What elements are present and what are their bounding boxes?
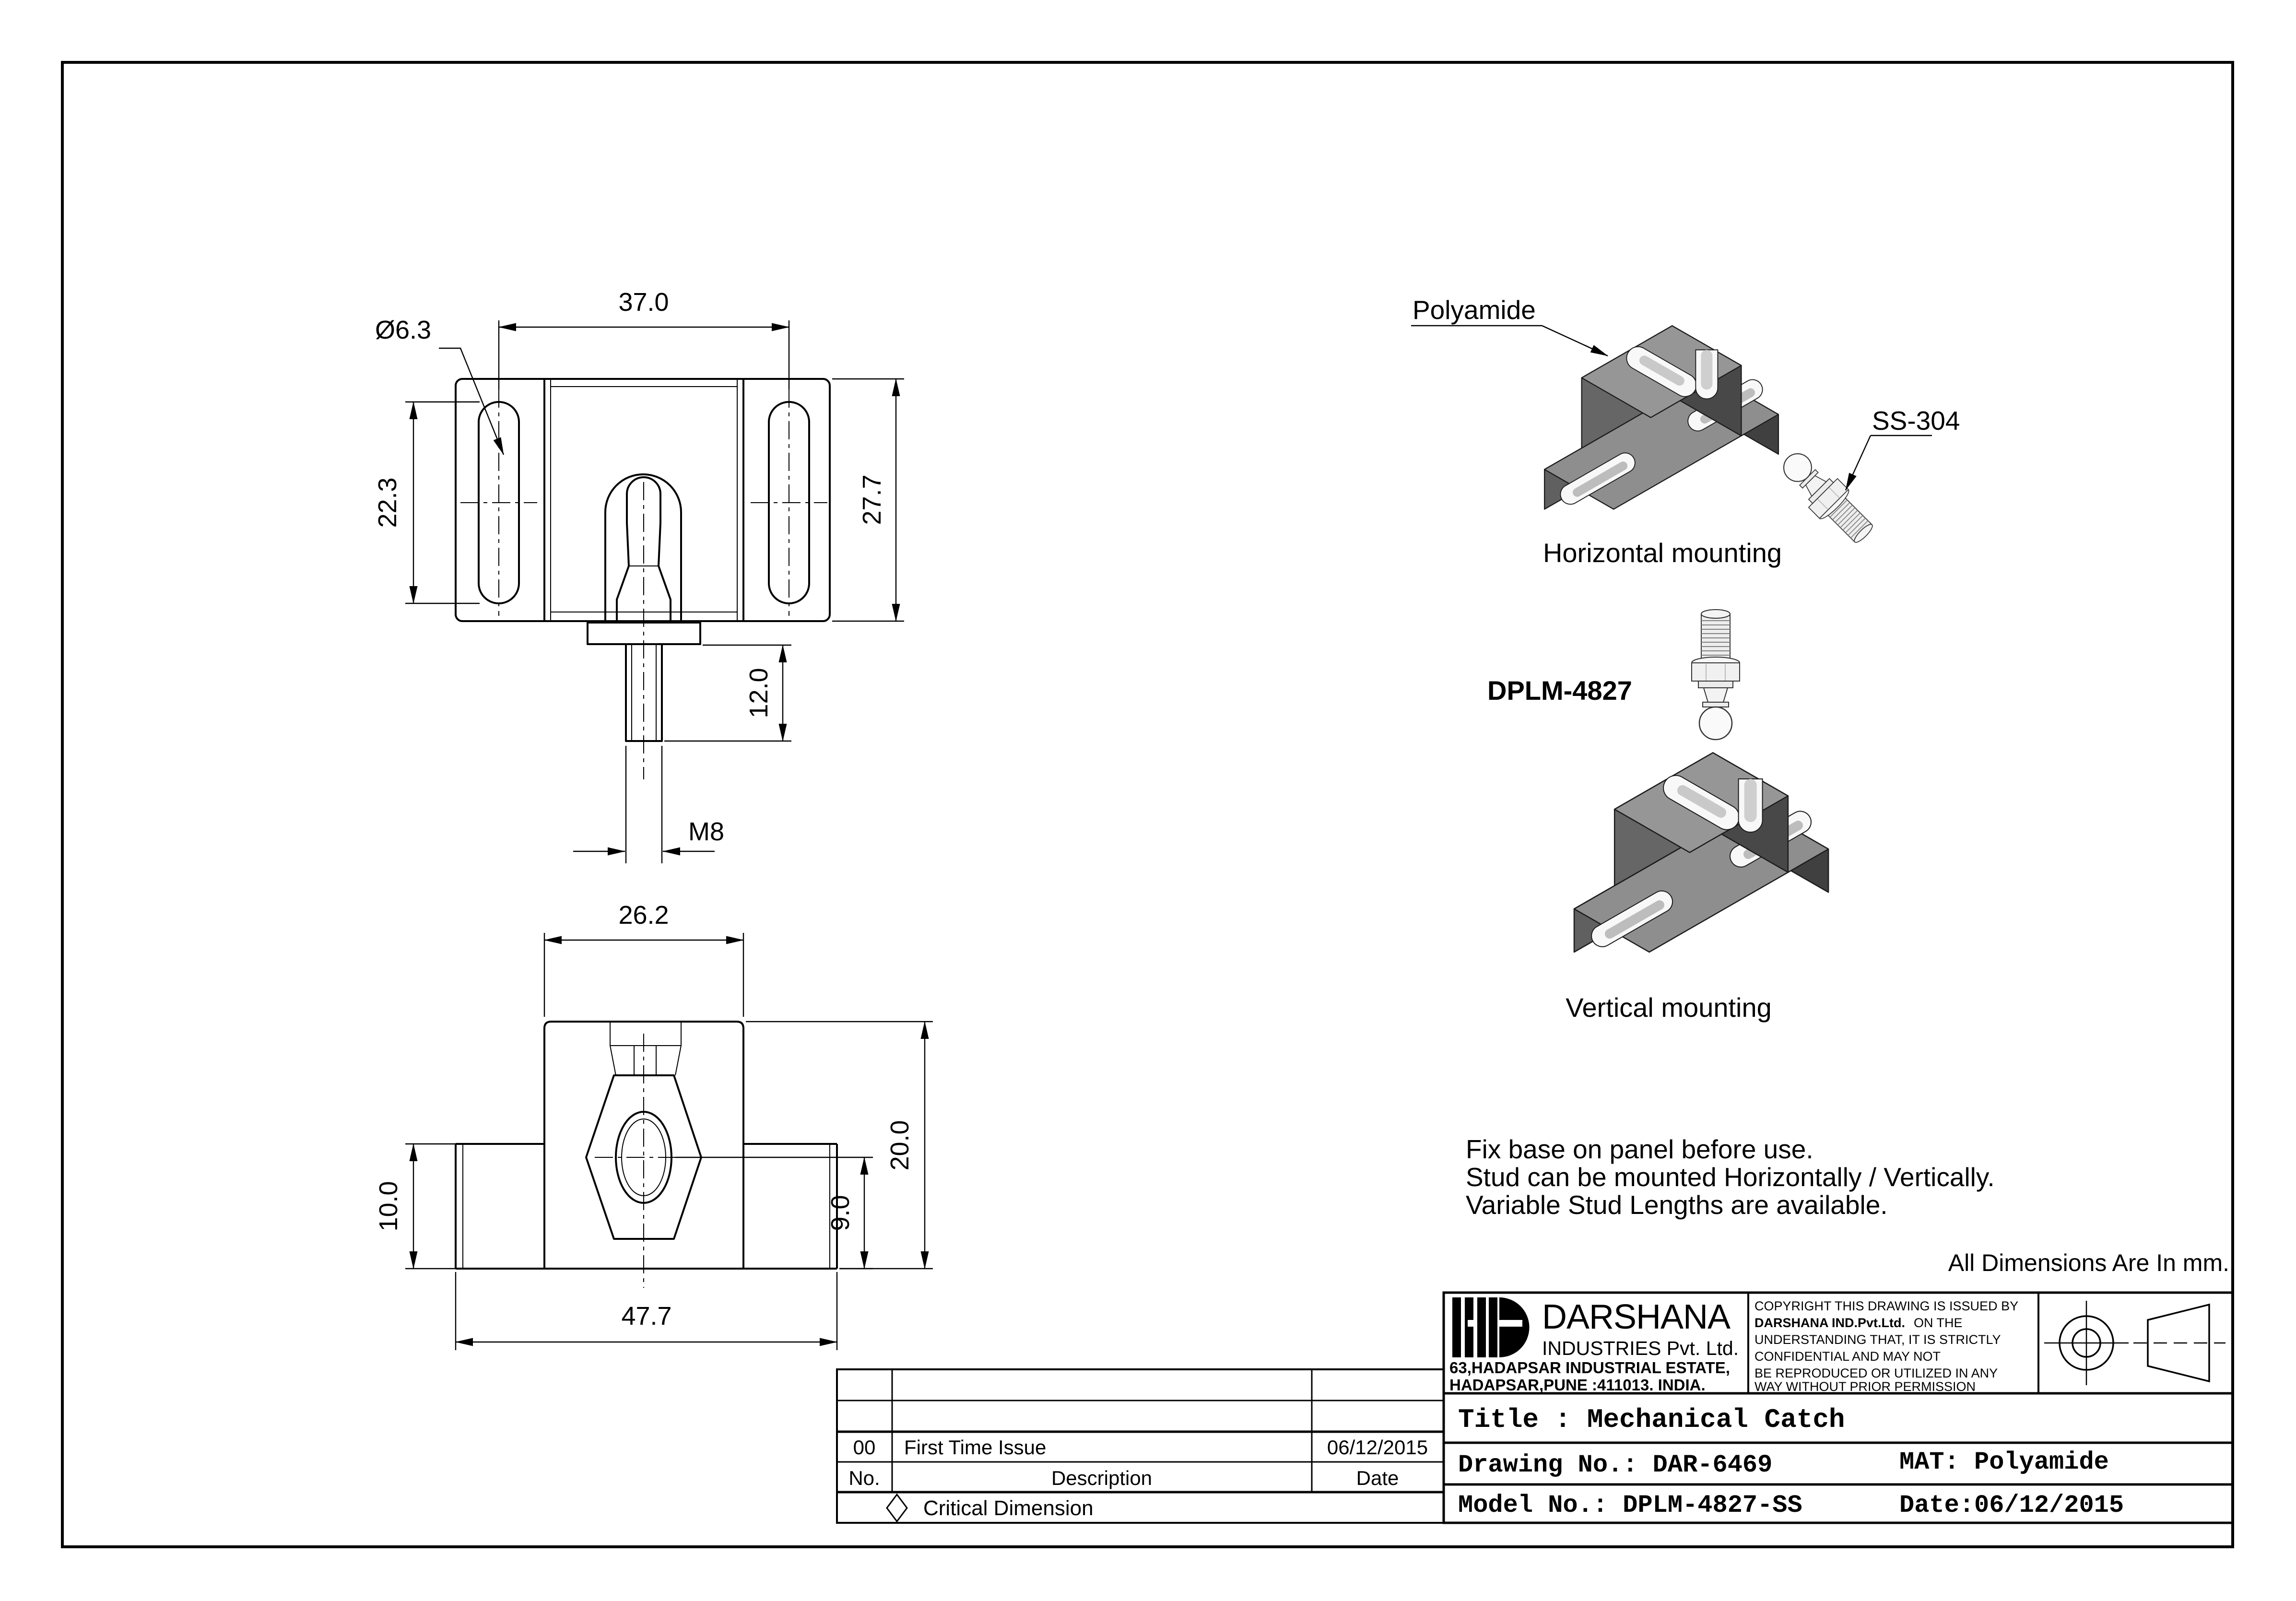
dim-thread: M8: [573, 746, 724, 863]
dim-total-height: 20.0: [746, 1021, 933, 1270]
dim-ball-height-text: 9.0: [826, 1195, 855, 1231]
company-name: DARSHANA: [1542, 1298, 1731, 1336]
dim-front-width-text: 37.0: [618, 288, 669, 317]
dim-thread-text: M8: [688, 817, 724, 846]
copyright-line-1: COPYRIGHT THIS DRAWING IS ISSUED BY: [1754, 1299, 2018, 1313]
dim-total-height-text: 20.0: [885, 1120, 914, 1170]
date-field: Date:06/12/2015: [1899, 1491, 2124, 1519]
revision-table-border: [836, 1368, 1445, 1524]
model-label: DPLM-4827: [1487, 675, 1632, 706]
dim-stud-length: 12.0: [664, 644, 791, 742]
dim-block-width-text: 26.2: [618, 901, 669, 930]
model-number: Model No.: DPLM-4827-SS: [1458, 1491, 1802, 1519]
iso-vertical-body: [1574, 753, 1828, 952]
company-logo-icon: [1452, 1297, 1530, 1357]
dim-front-width: 37.0: [498, 288, 790, 389]
company-subtitle: INDUSTRIES Pvt. Ltd.: [1542, 1337, 1739, 1359]
iso-vertical-mounting: DPLM-4827 Vertical mounting: [1487, 609, 1828, 1023]
dim-stud-length-text: 12.0: [744, 668, 773, 718]
dim-ball-height: 9.0: [675, 1156, 873, 1270]
company-address-2: HADAPSAR,PUNE :411013. INDIA.: [1449, 1376, 1706, 1394]
iso-horizontal-stud: [1773, 443, 1881, 551]
copyright-line-4: CONFIDENTIAL AND MAY NOT: [1754, 1349, 1941, 1364]
copyright-line-2-rest: ON THE: [1914, 1316, 1963, 1330]
critical-dimension-diamond-icon: [886, 1493, 908, 1523]
front-stud-profile: [616, 476, 671, 621]
stud-material-label: SS-304: [1872, 406, 1960, 436]
copyright-line-2-bold: DARSHANA IND.Pvt.Ltd.: [1754, 1316, 1905, 1330]
front-view: 37.0 Ø6.3 22.3 27.7 12.0: [373, 288, 904, 863]
note-line-2: Stud can be mounted Horizontally / Verti…: [1466, 1162, 1995, 1192]
horizontal-mounting-caption: Horizontal mounting: [1543, 538, 1782, 568]
material-label: Polyamide: [1413, 295, 1536, 325]
copyright-line-6: WAY WITHOUT PRIOR PERMISSION: [1754, 1379, 1976, 1394]
bottom-view: 26.2 10.0 9.0 20.0 47.7: [374, 901, 933, 1350]
front-arch: [604, 473, 682, 621]
revision-date: 06/12/2015: [1327, 1436, 1428, 1459]
dim-flange-height: 10.0: [374, 1143, 458, 1270]
material-field: MAT: Polyamide: [1899, 1448, 2109, 1476]
drawing-number: Drawing No.: DAR-6469: [1458, 1451, 1772, 1479]
dim-slot-diameter: Ø6.3: [375, 316, 505, 455]
note-line-1: Fix base on panel before use.: [1466, 1134, 1813, 1164]
iso-horizontal-mounting: Polyamide SS-304 Horizontal mounting: [1411, 295, 1960, 568]
dim-front-height-text: 27.7: [858, 474, 886, 525]
company-address-1: 63,HADAPSAR INDUSTRIAL ESTATE,: [1449, 1359, 1730, 1377]
revision-row: 00 First Time Issue 06/12/2015: [853, 1436, 1428, 1459]
iso-horizontal-body: [1544, 326, 1778, 509]
revision-description: First Time Issue: [904, 1436, 1046, 1459]
dim-slot-length: 22.3: [373, 401, 480, 604]
notes: Fix base on panel before use. Stud can b…: [1466, 1134, 2229, 1276]
iso-vertical-stud: [1691, 609, 1741, 741]
sheet-border: [61, 61, 2234, 1548]
note-line-3: Variable Stud Lengths are available.: [1466, 1190, 1888, 1220]
drawing-title: Title : Mechanical Catch: [1458, 1404, 1845, 1435]
dim-total-width: 47.7: [455, 1272, 838, 1350]
bottom-hex-nut: [585, 1074, 702, 1240]
copyright-line-5: BE REPRODUCED OR UTILIZED IN ANY: [1754, 1366, 1998, 1380]
critical-dimension-label: Critical Dimension: [923, 1496, 1094, 1520]
critical-dimension-legend: Critical Dimension: [886, 1493, 1094, 1523]
dim-front-height: 27.7: [832, 378, 904, 622]
units-note: All Dimensions Are In mm.: [1948, 1249, 2229, 1276]
dim-flange-height-text: 10.0: [374, 1181, 403, 1231]
dim-slot-length-text: 22.3: [373, 477, 402, 528]
projection-symbol-icon: [2044, 1301, 2225, 1385]
revision-no: 00: [853, 1436, 876, 1459]
copyright-notice: COPYRIGHT THIS DRAWING IS ISSUED BY DARS…: [1754, 1299, 2018, 1394]
dim-slot-diameter-text: Ø6.3: [375, 316, 431, 344]
revision-header-row: No. Description Date: [848, 1467, 1399, 1489]
bottom-block-outline: [543, 1021, 744, 1269]
copyright-line-3: UNDERSTANDING THAT, IT IS STRICTLY: [1754, 1332, 2001, 1347]
revision-header-no: No.: [848, 1467, 880, 1489]
vertical-mounting-caption: Vertical mounting: [1566, 992, 1772, 1023]
front-plate-outline: [455, 378, 831, 622]
revision-header-date: Date: [1356, 1467, 1399, 1489]
revision-header-description: Description: [1051, 1467, 1152, 1489]
dim-total-width-text: 47.7: [621, 1302, 671, 1330]
dim-block-width: 26.2: [543, 901, 744, 1017]
revision-table: 00 First Time Issue 06/12/2015 No. Descr…: [836, 1368, 1445, 1524]
title-block: DARSHANA INDUSTRIES Pvt. Ltd. 63,HADAPSA…: [1442, 1291, 2234, 1524]
